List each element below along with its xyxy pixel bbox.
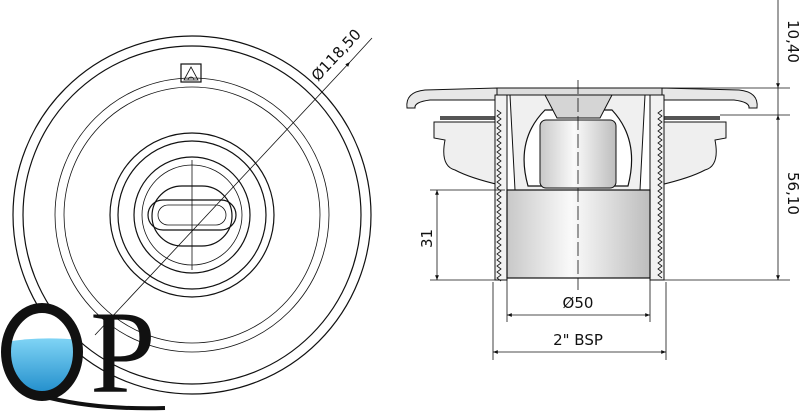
pipe-diameter-label: Ø50 bbox=[563, 294, 594, 312]
symbol-icon bbox=[180, 63, 202, 83]
height-top-label: 10,40 bbox=[784, 20, 802, 63]
pipe-height-label: 31 bbox=[418, 229, 436, 248]
section-view: 10,40 56,10 31 Ø50 2" BSP bbox=[406, 0, 802, 360]
height-body-label: 56,10 bbox=[784, 172, 802, 215]
qp-logo: P bbox=[1, 287, 166, 417]
svg-text:P: P bbox=[90, 287, 156, 417]
thread-label: 2" BSP bbox=[553, 331, 603, 349]
